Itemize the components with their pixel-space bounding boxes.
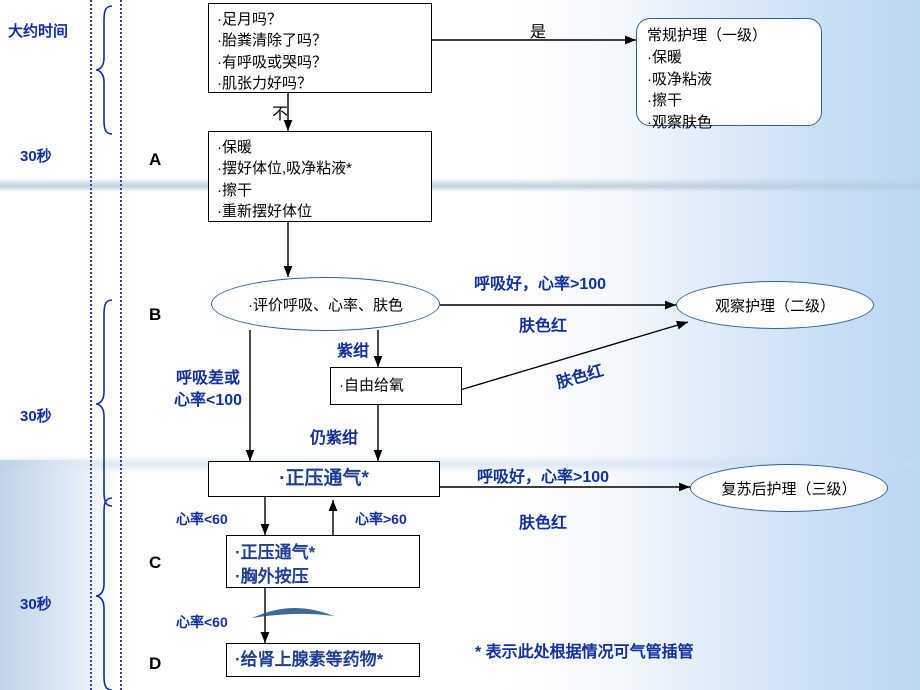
node-evaluate[interactable]: ·评价呼吸、心率、肤色 — [211, 277, 440, 331]
stage-letter-b: B — [149, 305, 162, 324]
timeline-dotted-line-right — [120, 0, 122, 690]
edge-label-good-breath-top: 呼吸好，心率>100 — [474, 276, 607, 293]
stage-letter-d: D — [149, 654, 162, 673]
node-medication[interactable]: ·给肾上腺素等药物* — [226, 643, 420, 677]
node-post-resuscitation-care[interactable]: 复苏后护理（三级） — [690, 464, 888, 512]
node-free-oxygen[interactable]: ·自由给氧 — [330, 367, 462, 405]
node-routine-care[interactable]: 常规护理（一级） ·保暖 ·吸净粘液 ·擦干 ·观察肤色 — [636, 18, 822, 131]
stage-letter-a: A — [149, 150, 162, 169]
node-observe-care[interactable]: 观察护理（二级） — [676, 281, 874, 329]
timeline-dotted-line-left — [90, 0, 92, 690]
approximate-time-title: 大约时间 — [8, 23, 69, 40]
edge-label-hr-less-60-upper: 心率<60 — [176, 511, 228, 527]
edge-label-skin-red-top: 肤色红 — [519, 318, 568, 335]
edge-label-skin-red-mid: 肤色红 — [554, 362, 606, 393]
node-initial-steps[interactable]: ·保暖 ·摆好体位,吸净粘液* ·擦干 ·重新摆好体位 — [208, 131, 432, 222]
time-mark-30s-3: 30秒 — [20, 596, 52, 613]
edge-label-skin-red-bottom: 肤色红 — [519, 515, 568, 532]
edge-label-hr-less-60-lower: 心率<60 — [176, 614, 228, 630]
edge-label-bad-breath-or-low-hr: 呼吸差或 心率<100 — [174, 370, 243, 409]
edge-label-good-breath-bottom: 呼吸好，心率>100 — [477, 469, 610, 486]
background-band-upper — [0, 178, 920, 192]
node-positive-pressure-ventilation[interactable]: ·正压通气* — [208, 461, 440, 497]
background-left-shade — [0, 460, 120, 690]
node-assessment[interactable]: ·足月吗？ ·胎粪清除了吗？ ·有呼吸或哭吗？ ·肌张力好吗？ — [208, 3, 432, 93]
node-ppv-and-chest-compression[interactable]: ·正压通气* ·胸外按压 — [226, 535, 420, 588]
time-mark-30s-1: 30秒 — [20, 148, 52, 165]
edge-label-hr-greater-60: 心率>60 — [355, 511, 407, 527]
edge-label-cyanosis: 紫绀 — [337, 343, 370, 360]
edge-label-still-cyanosis: 仍紫绀 — [310, 430, 359, 447]
footnote-intubation: * 表示此处根据情况可气管插管 — [475, 644, 694, 661]
stage-letter-c: C — [149, 553, 162, 572]
time-mark-30s-2: 30秒 — [20, 408, 52, 425]
edge-label-no: 不 — [272, 106, 289, 123]
edge-label-yes: 是 — [530, 24, 547, 41]
